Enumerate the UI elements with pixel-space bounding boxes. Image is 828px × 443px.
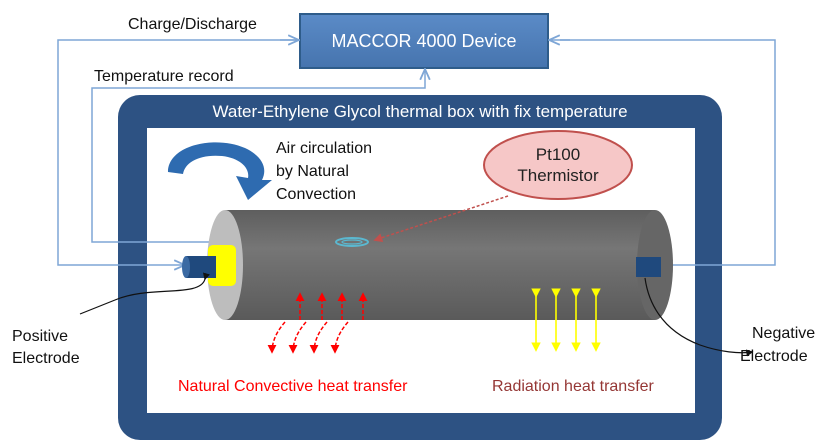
convective-up-arrows — [295, 292, 368, 320]
convective-heat-transfer-label: Natural Convective heat transfer — [178, 378, 408, 395]
pt100-label-line-2: Thermistor — [517, 166, 599, 185]
pt100-callout-pointer — [373, 195, 509, 243]
negative-electrode-label-1: Negative — [752, 325, 816, 342]
charge-discharge-wire-right — [560, 39, 776, 265]
radiation-arrows — [531, 288, 601, 352]
radiation-heat-transfer-label: Radiation heat transfer — [492, 378, 654, 395]
convective-curl-arrows — [267, 321, 349, 354]
positive-terminal — [186, 256, 216, 278]
temperature-record-label: Temperature record — [94, 68, 234, 85]
pt100-callout-bubble — [483, 130, 633, 200]
air-circulation-rotation-arrow — [168, 142, 272, 200]
maccor-device-box — [299, 13, 549, 69]
positive-electrode-label-1: Positive — [12, 328, 69, 345]
charge-discharge-wire-left — [57, 39, 300, 265]
negative-electrode-leader — [644, 277, 754, 357]
cell-body — [225, 210, 655, 320]
pt100-sensor-inner — [341, 239, 363, 245]
positive-electrode-leader — [79, 272, 210, 315]
positive-electrode-label-2: Electrode — [12, 350, 80, 367]
negative-electrode-label-2: Electrode — [740, 348, 808, 365]
air-circulation-line-2: by Natural — [276, 163, 349, 180]
positive-terminal-end — [182, 256, 190, 278]
pt100-sensor-on-cell — [335, 237, 369, 247]
thermal-box-title: Water-Ethylene Glycol thermal box with f… — [212, 102, 628, 121]
maccor-device-label: MACCOR 4000 Device — [331, 30, 517, 51]
pt100-label-line-1: Pt100 — [535, 145, 581, 164]
charge-discharge-label: Charge/Discharge — [128, 16, 257, 33]
temperature-record-wire — [91, 69, 425, 243]
air-circulation-line-3: Convection — [276, 186, 357, 203]
negative-terminal — [636, 257, 661, 277]
air-circulation-line-1: Air circulation — [276, 140, 373, 157]
pt100-label: Pt100 Thermistor — [483, 130, 633, 200]
